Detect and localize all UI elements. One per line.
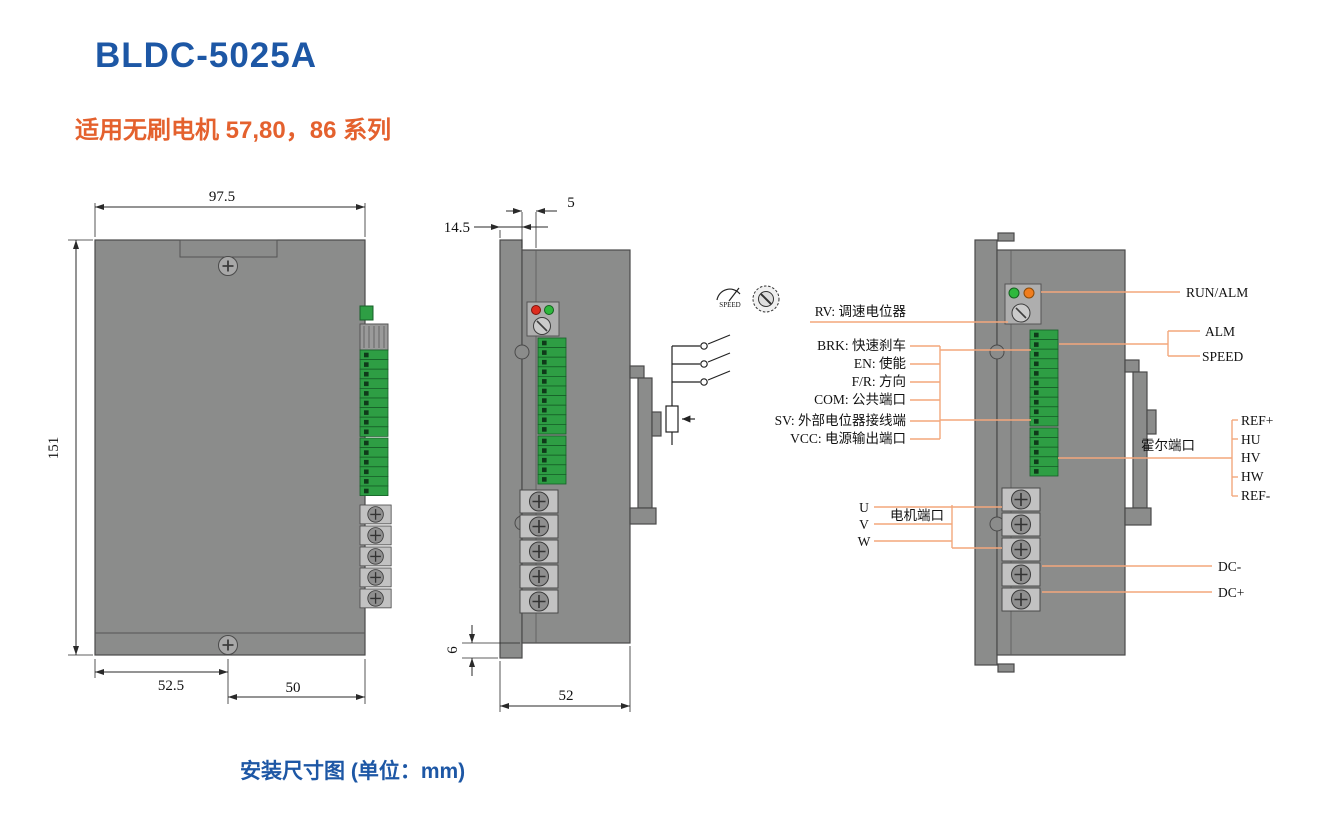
page-subtitle: 适用无刷电机 57,80，86 系列	[75, 117, 392, 144]
callout-hu: HU	[1241, 432, 1261, 447]
switch-symbol-fr	[672, 370, 731, 386]
mount-screw-top	[217, 255, 239, 277]
led-pot-panel	[1004, 283, 1042, 325]
callout-u: U	[859, 500, 869, 515]
callout-alm: ALM	[1205, 324, 1235, 339]
switch-symbol-en	[672, 352, 731, 368]
labeled-view: RV: 调速电位器 BRK: 快速刹车 EN: 使能 F/R: 方向 COM: …	[775, 232, 1273, 673]
led-red	[531, 305, 541, 315]
switch-schematic	[665, 334, 731, 445]
run-led	[1008, 287, 1020, 299]
speed-dial-label: SPEED	[719, 301, 740, 309]
callout-speed: SPEED	[1202, 349, 1244, 364]
figure-caption: 安装尺寸图 (单位：mm)	[240, 760, 466, 783]
din-rail-clip	[1124, 359, 1157, 526]
callout-hv: HV	[1241, 450, 1261, 465]
speed-knob-icon: SPEED	[716, 285, 780, 313]
led-pot-panel	[526, 301, 560, 337]
dim-step-label: 5	[567, 195, 575, 211]
callout-rv: RV: 调速电位器	[815, 304, 907, 319]
callout-sv: SV: 外部电位器接线端	[775, 412, 906, 428]
dim-foot-label: 6	[445, 646, 461, 654]
callout-run-alm: RUN/ALM	[1186, 285, 1248, 300]
signal-terminal-strip	[359, 349, 389, 437]
callout-ref-minus: REF-	[1241, 488, 1271, 503]
callout-com: COM: 公共端口	[814, 392, 906, 407]
dim-height-label: 151	[46, 437, 62, 460]
dim-depth-label: 52	[559, 688, 574, 704]
callout-fr: F/R: 方向	[852, 374, 906, 389]
callout-dc-plus: DC+	[1218, 585, 1244, 600]
ribbed-connector	[359, 323, 389, 351]
dim-bottom-left-label: 52.5	[158, 678, 184, 694]
side-view: 14.5 5 6 52	[444, 195, 662, 712]
callout-w: W	[858, 534, 871, 549]
hall-terminal-strip	[537, 435, 567, 485]
power-terminal-block	[359, 504, 392, 609]
hall-terminal-strip	[359, 437, 389, 497]
callout-brk: BRK: 快速刹车	[817, 337, 906, 353]
front-view: 97.5 151 52.5 50	[46, 189, 392, 704]
power-terminal-block	[519, 489, 559, 614]
page-title: BLDC-5025A	[95, 36, 317, 75]
din-rail-clip	[629, 365, 662, 525]
callout-motor-port: 电机端口	[890, 508, 944, 523]
callout-dc-minus: DC-	[1218, 559, 1242, 574]
dim-width-label: 97.5	[209, 189, 235, 205]
small-connector	[359, 305, 374, 321]
signal-terminal-strip	[537, 337, 567, 435]
led-green	[544, 305, 554, 315]
potentiometer-symbol	[665, 405, 695, 445]
callout-en: EN: 使能	[854, 355, 906, 371]
switch-symbol-brk	[672, 334, 731, 350]
callout-hw: HW	[1241, 469, 1264, 484]
mount-screw-bottom	[217, 634, 239, 656]
dim-flange-label: 14.5	[444, 220, 470, 236]
signal-terminal-strip	[1029, 329, 1059, 427]
callout-ref-plus: REF+	[1241, 413, 1273, 428]
callout-v: V	[859, 517, 869, 532]
power-terminal-block	[1001, 487, 1041, 612]
callout-hall-port: 霍尔端口	[1141, 438, 1195, 453]
hall-terminal-strip	[1029, 427, 1059, 477]
dim-hole-spacing-label: 50	[286, 680, 301, 696]
alm-led	[1023, 287, 1035, 299]
callout-vcc: VCC: 电源输出端口	[790, 431, 906, 446]
